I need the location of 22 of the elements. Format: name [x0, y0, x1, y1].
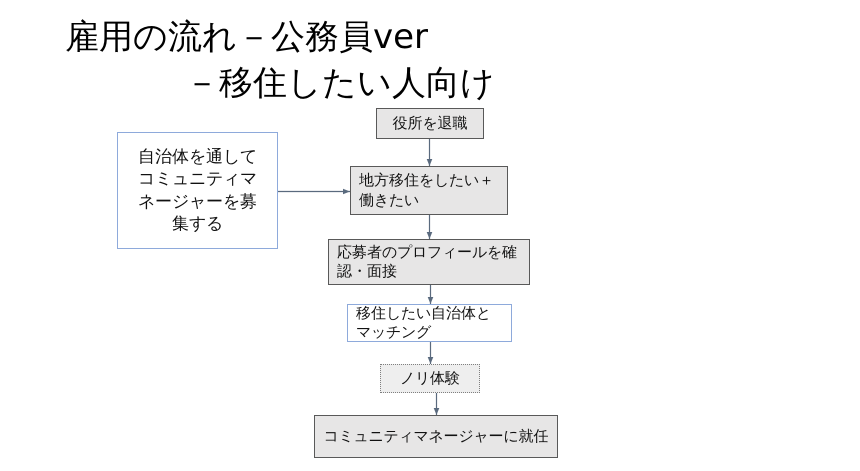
process-box [117, 132, 278, 249]
arrow [426, 139, 432, 166]
box-text: 移住したい自治体とマッチング [356, 304, 492, 342]
arrow [434, 393, 440, 415]
box-text: 応募者のプロフィールを確認・面接 [337, 242, 518, 282]
arrow [428, 285, 434, 304]
box-text: 役所を退職 [392, 114, 468, 134]
box-text: 地方移住をしたい＋働きたい [359, 171, 495, 210]
arrow [426, 215, 432, 239]
title: 雇用の流れ－公務員ver [65, 16, 428, 59]
process-box [314, 415, 558, 458]
process-box [347, 304, 512, 342]
process-box [376, 108, 484, 139]
subtitle: －移住したい人向け [185, 62, 495, 105]
process-box [380, 364, 480, 393]
box-text: コミュニティマネージャーに就任 [324, 426, 548, 446]
arrow [278, 188, 350, 194]
process-box [328, 239, 530, 285]
arrow [428, 342, 434, 364]
box-text: 自治体を通してコミュニティマネージャーを募集する [137, 146, 258, 235]
process-box [350, 166, 508, 215]
box-text: ノリ体験 [400, 368, 460, 388]
